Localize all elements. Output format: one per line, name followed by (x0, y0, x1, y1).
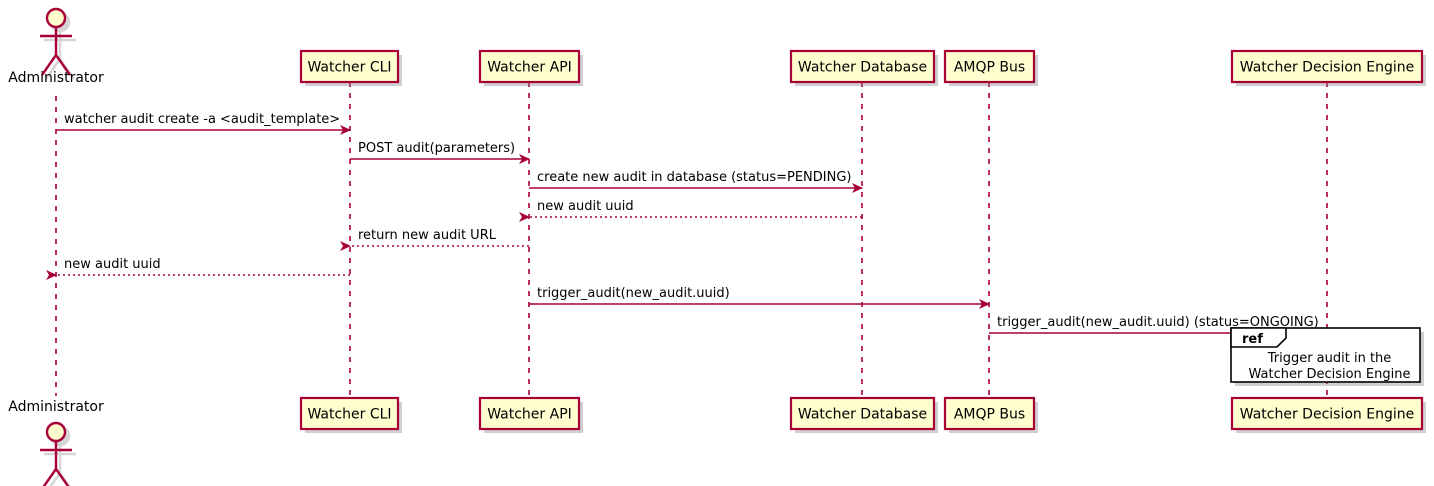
participant-box (789, 49, 936, 84)
participant-label: Watcher API (487, 60, 572, 76)
ref-body-line-2: Watcher Decision Engine (1249, 367, 1411, 382)
participant-foot-watcher-database[interactable]: Watcher Database (789, 396, 938, 433)
participant-head-watcher-api[interactable]: Watcher API (478, 49, 583, 86)
actor-leg-left (45, 58, 61, 80)
message-label: trigger_audit(new_audit.uuid) (status=ON… (997, 315, 1319, 330)
participant-label: Watcher Database (798, 407, 927, 423)
message-label: create new audit in database (status=PEN… (537, 170, 852, 185)
message-7[interactable]: trigger_audit(new_audit.uuid) (529, 286, 990, 309)
actor-figure-bottom-administrator[interactable] (40, 421, 76, 486)
participant-head-amqp-bus[interactable]: AMQP Bus (943, 49, 1038, 86)
participant-head-watcher-decision-engine[interactable]: Watcher Decision Engine (1230, 49, 1426, 86)
actor-head (45, 7, 67, 29)
participant-box (943, 49, 1036, 84)
ref-tag-label: ref (1242, 332, 1263, 347)
participant-box (299, 49, 400, 84)
message-label: new audit uuid (64, 257, 161, 272)
participant-label: Watcher Database (798, 60, 927, 76)
lifelines-group (55, 82, 1328, 398)
participant-foot-watcher-cli[interactable]: Watcher CLI (299, 396, 402, 433)
actor-figure-top-administrator[interactable] (40, 7, 76, 80)
participant-label: AMQP Bus (954, 407, 1025, 423)
ref-body-line-1: Trigger audit in the (1267, 351, 1392, 366)
participant-box (478, 49, 581, 84)
ref-tag-pentagon (1230, 327, 1287, 348)
actor-leg-left (41, 54, 57, 76)
participant-label: Watcher Decision Engine (1240, 407, 1414, 423)
participant-head-watcher-database[interactable]: Watcher Database (789, 49, 938, 86)
participant-label: Watcher CLI (307, 407, 391, 423)
participant-box (943, 396, 1036, 431)
message-label: trigger_audit(new_audit.uuid) (537, 286, 730, 301)
participant-label: AMQP Bus (954, 60, 1025, 76)
actor-head (45, 421, 67, 443)
actor-label-bottom: Administrator (8, 399, 104, 415)
message-5[interactable]: return new audit URL (340, 228, 529, 251)
participant-foot-watcher-decision-engine[interactable]: Watcher Decision Engine (1230, 396, 1426, 433)
participant-label: Watcher CLI (307, 60, 391, 76)
participant-foot-amqp-bus[interactable]: AMQP Bus (943, 396, 1038, 433)
participant-heads-group: Watcher CLI Watcher API Watcher Database AM… (299, 49, 1426, 86)
participant-feet-group: Watcher CLI Watcher API Watcher Database AM… (299, 396, 1426, 433)
message-6[interactable]: new audit uuid (46, 257, 350, 280)
participant-foot-watcher-api[interactable]: Watcher API (478, 396, 583, 433)
message-label: new audit uuid (537, 199, 634, 214)
message-label: watcher audit create -a <audit_template> (64, 112, 340, 127)
actor-label-top: Administrator (8, 70, 104, 86)
actor-leg-left (49, 472, 61, 486)
participant-head-watcher-cli[interactable]: Watcher CLI (299, 49, 402, 86)
message-4[interactable]: new audit uuid (519, 199, 862, 222)
participant-box (478, 396, 581, 431)
message-3[interactable]: create new audit in database (status=PEN… (529, 170, 863, 193)
message-2[interactable]: POST audit(parameters) (350, 141, 530, 164)
participant-box (1230, 49, 1424, 84)
message-label: POST audit(parameters) (358, 141, 515, 156)
participant-label: Watcher API (487, 407, 572, 423)
participant-box (1230, 396, 1424, 431)
actor-leg-right (55, 54, 71, 76)
messages-group: watcher audit create -a <audit_template>… (46, 112, 1328, 338)
participant-label: Watcher Decision Engine (1240, 60, 1414, 76)
message-label: return new audit URL (358, 228, 497, 243)
participant-box (299, 396, 400, 431)
message-1[interactable]: watcher audit create -a <audit_template> (56, 112, 351, 135)
participant-box (789, 396, 936, 431)
